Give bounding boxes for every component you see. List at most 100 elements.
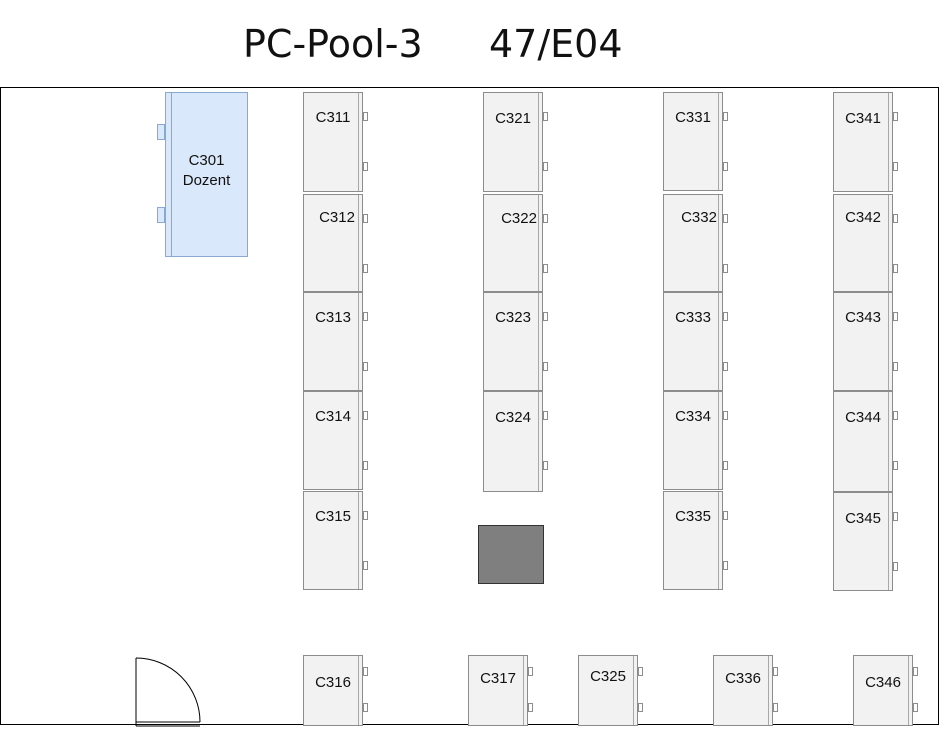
chair-icon <box>893 411 898 420</box>
desk-c332[interactable]: C332 <box>663 194 723 292</box>
chair-icon <box>543 162 548 171</box>
desk-c322[interactable]: C322 <box>483 194 543 292</box>
desk-label: C311 <box>315 109 351 126</box>
desk-c342[interactable]: C342 <box>833 194 893 292</box>
desk-c336[interactable]: C336 <box>713 655 773 726</box>
chair-icon <box>723 264 728 273</box>
desk-label: C336 <box>725 670 761 687</box>
desk-edge <box>718 93 719 190</box>
chair-icon <box>893 562 898 571</box>
chair-icon <box>893 162 898 171</box>
desk-label: C332 <box>681 209 717 226</box>
chair-icon <box>893 461 898 470</box>
desk-label: C317 <box>480 670 516 687</box>
chair-icon <box>913 667 918 676</box>
desk-edge <box>718 492 719 589</box>
desk-c341[interactable]: C341 <box>833 92 893 192</box>
door-swing-icon <box>135 657 201 727</box>
chair-icon <box>723 511 728 520</box>
desk-edge <box>888 195 889 291</box>
chair-icon <box>893 312 898 321</box>
chair-icon <box>893 512 898 521</box>
desk-label: C345 <box>845 510 881 527</box>
desk-c344[interactable]: C344 <box>833 391 893 492</box>
desk-c323[interactable]: C323 <box>483 292 543 391</box>
chair-icon <box>363 703 368 712</box>
desk-label: C313 <box>315 309 351 326</box>
chair-icon <box>528 667 533 676</box>
chair-icon <box>543 264 548 273</box>
desk-c317[interactable]: C317 <box>468 655 528 726</box>
chair-icon <box>363 162 368 171</box>
desk-c345[interactable]: C345 <box>833 492 893 591</box>
pool-name: PC-Pool-3 <box>243 22 423 66</box>
desk-c311[interactable]: C311 <box>303 92 363 192</box>
chair-icon <box>543 214 548 223</box>
desk-c343[interactable]: C343 <box>833 292 893 391</box>
desk-label: C333 <box>675 309 711 326</box>
desk-c335[interactable]: C335 <box>663 491 723 590</box>
desk-edge <box>718 195 719 291</box>
desk-edge <box>538 293 539 390</box>
chair-icon <box>913 703 918 712</box>
chair-icon <box>723 214 728 223</box>
desk-edge <box>888 93 889 191</box>
chair-icon <box>363 112 368 121</box>
chair-icon <box>363 511 368 520</box>
chair-icon <box>363 561 368 570</box>
desk-c313[interactable]: C313 <box>303 292 363 391</box>
teacher-desk[interactable]: C301 Dozent <box>165 92 248 257</box>
desk-edge <box>358 93 359 191</box>
chair-icon <box>893 264 898 273</box>
chair-icon <box>773 703 778 712</box>
desk-c346[interactable]: C346 <box>853 655 913 726</box>
chair-icon <box>723 411 728 420</box>
desk-edge <box>358 492 359 589</box>
desk-label: C325 <box>590 668 626 685</box>
chair-icon <box>363 461 368 470</box>
desk-edge <box>358 392 359 489</box>
chair-icon <box>363 667 368 676</box>
desk-label: C322 <box>501 210 537 227</box>
chair-icon <box>543 312 548 321</box>
chair-icon <box>363 264 368 273</box>
door-arc <box>135 657 201 723</box>
desk-c312[interactable]: C312 <box>303 194 363 292</box>
chair-icon <box>638 703 643 712</box>
desk-label: C312 <box>319 209 355 226</box>
desk-c331[interactable]: C331 <box>663 92 723 191</box>
desk-c334[interactable]: C334 <box>663 391 723 490</box>
desk-label: C314 <box>315 408 351 425</box>
chair-icon <box>543 362 548 371</box>
chair-icon <box>723 362 728 371</box>
desk-label: C342 <box>845 209 881 226</box>
desk-c324[interactable]: C324 <box>483 391 543 492</box>
desk-c325[interactable]: C325 <box>578 655 638 726</box>
desk-c316[interactable]: C316 <box>303 655 363 726</box>
desk-edge <box>538 195 539 291</box>
chair-icon <box>893 112 898 121</box>
desk-edge <box>358 293 359 390</box>
desk-c321[interactable]: C321 <box>483 92 543 192</box>
desk-c314[interactable]: C314 <box>303 391 363 490</box>
desk-label: C324 <box>495 409 531 426</box>
room-number: 47/E04 <box>489 22 623 66</box>
chair-icon <box>543 112 548 121</box>
desk-label: C331 <box>675 109 711 126</box>
chair-icon <box>723 561 728 570</box>
chair-icon <box>528 703 533 712</box>
chair-icon <box>363 312 368 321</box>
desk-label: C341 <box>845 110 881 127</box>
teacher-desk-edge <box>171 93 172 256</box>
chair-icon <box>893 362 898 371</box>
desk-c315[interactable]: C315 <box>303 491 363 590</box>
chair-icon <box>363 362 368 371</box>
desk-c333[interactable]: C333 <box>663 292 723 391</box>
desk-label: C316 <box>315 674 351 691</box>
desk-label: C323 <box>495 309 531 326</box>
page-title: PC-Pool-3 47/E04 <box>0 22 942 74</box>
chair-icon <box>543 411 548 420</box>
teacher-chair-icon <box>157 207 165 223</box>
desk-label: C346 <box>865 674 901 691</box>
teacher-desk-id: C301 <box>188 152 225 169</box>
